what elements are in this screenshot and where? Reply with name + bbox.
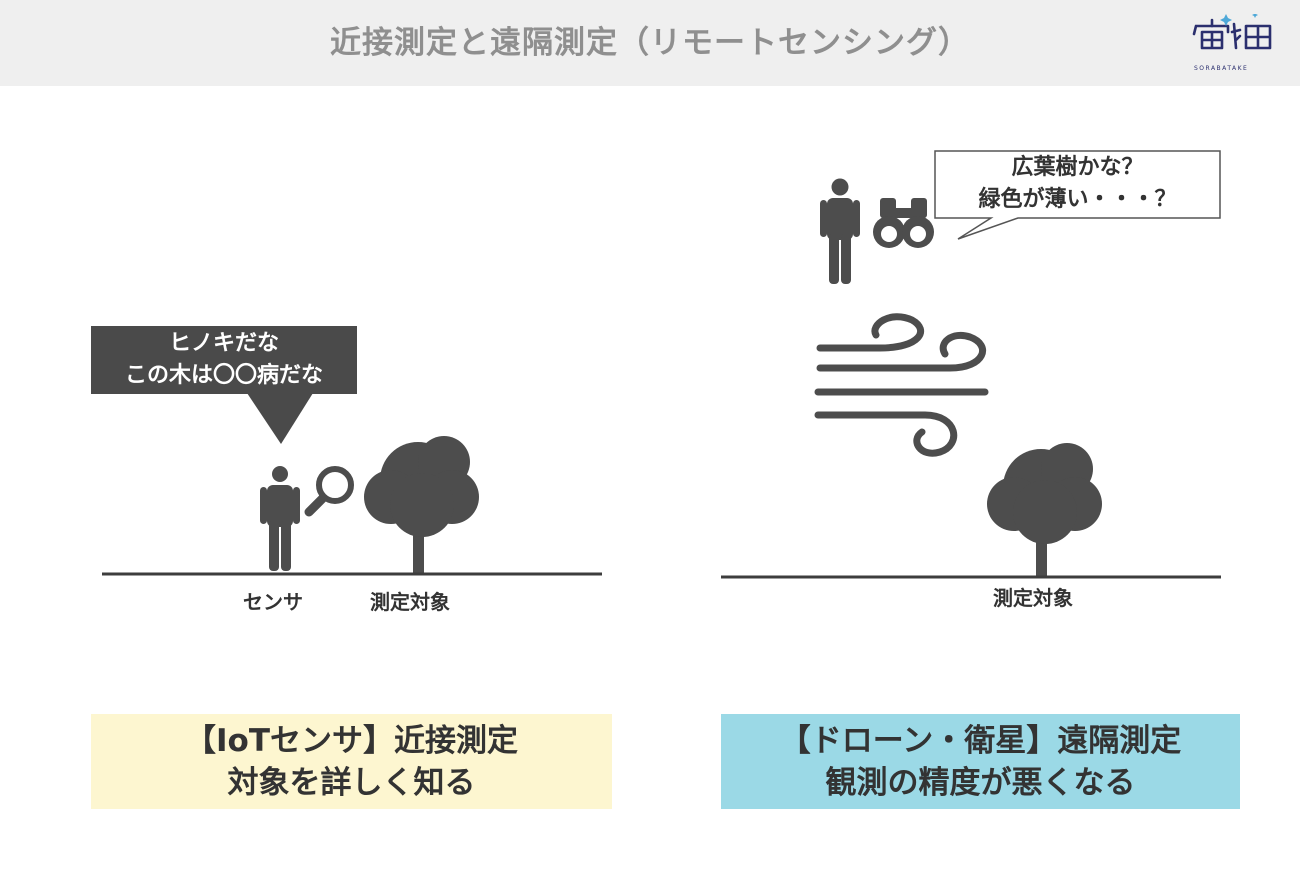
right-caption-line1: 【ドローン・衛星】遠隔測定 (779, 723, 1182, 759)
left-caption: 【IoTセンサ】近接測定 対象を詳しく知る (91, 720, 612, 804)
logo-mark (1190, 12, 1280, 63)
right-person-icon (820, 178, 860, 284)
left-caption-box (91, 714, 612, 809)
left-tree-icon (364, 436, 479, 574)
binoculars-icon (873, 198, 934, 248)
page-title: 近接測定と遠隔測定（リモートセンシング） (330, 25, 970, 61)
left-caption-line2: 対象を詳しく知る (227, 765, 476, 801)
label-left-target: 測定対象 (370, 590, 450, 614)
right-tree-icon (987, 443, 1102, 577)
right-caption-box (721, 714, 1240, 809)
right-bubble-line2: 緑色が薄い・・・？ (978, 187, 1177, 212)
wind-icon (814, 313, 989, 457)
left-bubble-text: ヒノキだな この木は〇〇病だな (91, 328, 357, 392)
magnifier-icon (304, 466, 354, 517)
right-speech-bubble (934, 150, 1221, 240)
label-right-target: 測定対象 (993, 586, 1073, 610)
header-bar (0, 0, 1300, 86)
left-speech-bubble (91, 326, 357, 444)
right-caption-line2: 観測の精度が悪くなる (825, 765, 1136, 801)
right-bubble-text: 広葉樹かな？ 緑色が薄い・・・？ (935, 152, 1220, 216)
left-person-icon (260, 466, 300, 571)
logo-glyph-icon (1192, 12, 1272, 50)
left-bubble-line1: ヒノキだな (168, 331, 279, 356)
left-caption-line1: 【IoTセンサ】近接測定 (185, 723, 518, 759)
label-sensor: センサ (243, 590, 303, 614)
sorabatake-logo: SORABATAKE (1190, 12, 1280, 74)
logo-subtext: SORABATAKE (1194, 65, 1249, 72)
left-bubble-line2: この木は〇〇病だな (124, 363, 323, 388)
right-bubble-line1: 広葉樹かな？ (1011, 155, 1144, 180)
right-caption: 【ドローン・衛星】遠隔測定 観測の精度が悪くなる (721, 720, 1240, 804)
